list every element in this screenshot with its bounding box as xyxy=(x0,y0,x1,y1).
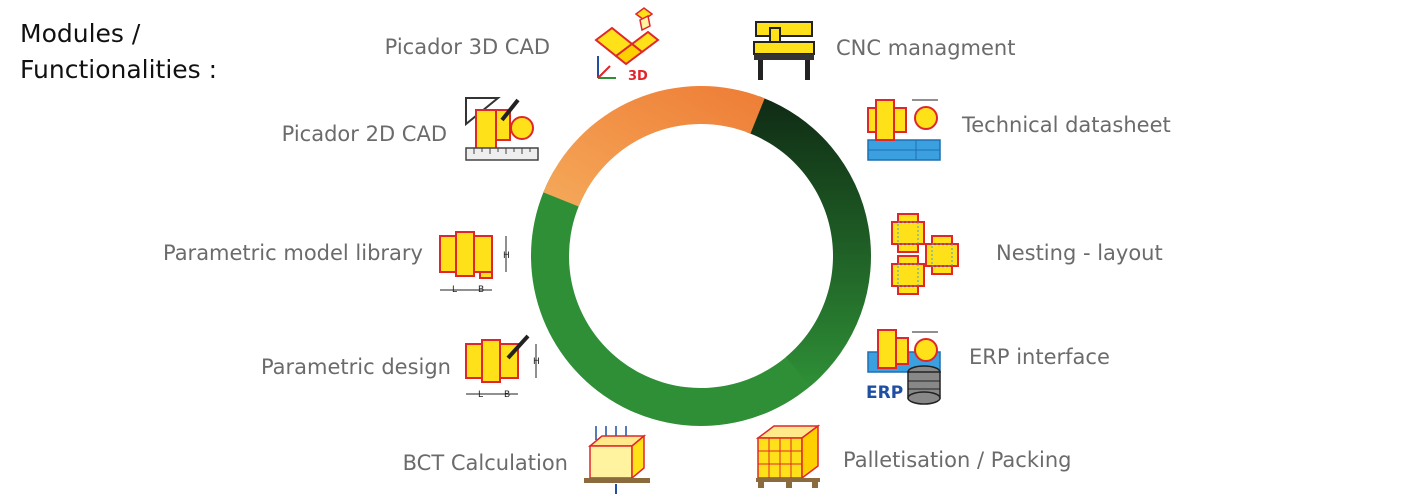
svg-text:B: B xyxy=(504,390,510,400)
label-picador-3d-cad: Picador 3D CAD xyxy=(384,35,550,59)
label-technical-datasheet: Technical datasheet xyxy=(962,113,1171,137)
erp-interface-icon: ERP xyxy=(866,329,941,405)
label-palletisation-packing: Palletisation / Packing xyxy=(843,448,1072,472)
ring-segments xyxy=(531,85,872,426)
erp-badge-text: ERP xyxy=(866,383,903,403)
3d-cad-icon: 3D xyxy=(594,7,660,84)
svg-text:H: H xyxy=(533,357,540,367)
palletisation-icon xyxy=(755,424,821,488)
svg-text:B: B xyxy=(478,285,484,295)
technical-datasheet-icon xyxy=(867,99,941,161)
page-title: Modules / Functionalities : xyxy=(20,16,217,88)
parametric-library-icon: L B H xyxy=(439,231,510,295)
svg-text:L: L xyxy=(478,390,483,400)
bct-calculation-icon xyxy=(584,426,650,494)
label-erp-interface: ERP interface xyxy=(969,345,1110,369)
label-nesting-layout: Nesting - layout xyxy=(996,241,1163,265)
ring-segment-orange xyxy=(543,85,765,207)
parametric-design-icon: L B H xyxy=(465,334,540,400)
ring-segment-green xyxy=(531,171,822,426)
label-bct-calculation: BCT Calculation xyxy=(402,451,568,475)
title-line-2: Functionalities : xyxy=(20,55,218,84)
3d-badge-text: 3D xyxy=(628,69,648,84)
cnc-machine-icon xyxy=(753,21,815,80)
svg-text:H: H xyxy=(503,251,510,261)
title-line-1: Modules / xyxy=(20,19,141,48)
svg-text:L: L xyxy=(452,285,457,295)
ring-segment-dark xyxy=(746,96,872,387)
label-picador-2d-cad: Picador 2D CAD xyxy=(281,122,447,146)
2d-cad-icon xyxy=(465,97,539,161)
nesting-layout-icon xyxy=(891,213,959,295)
label-parametric-design: Parametric design xyxy=(260,355,451,379)
label-parametric-model-library: Parametric model library xyxy=(162,241,423,265)
label-cnc-managment: CNC managment xyxy=(836,36,1016,60)
